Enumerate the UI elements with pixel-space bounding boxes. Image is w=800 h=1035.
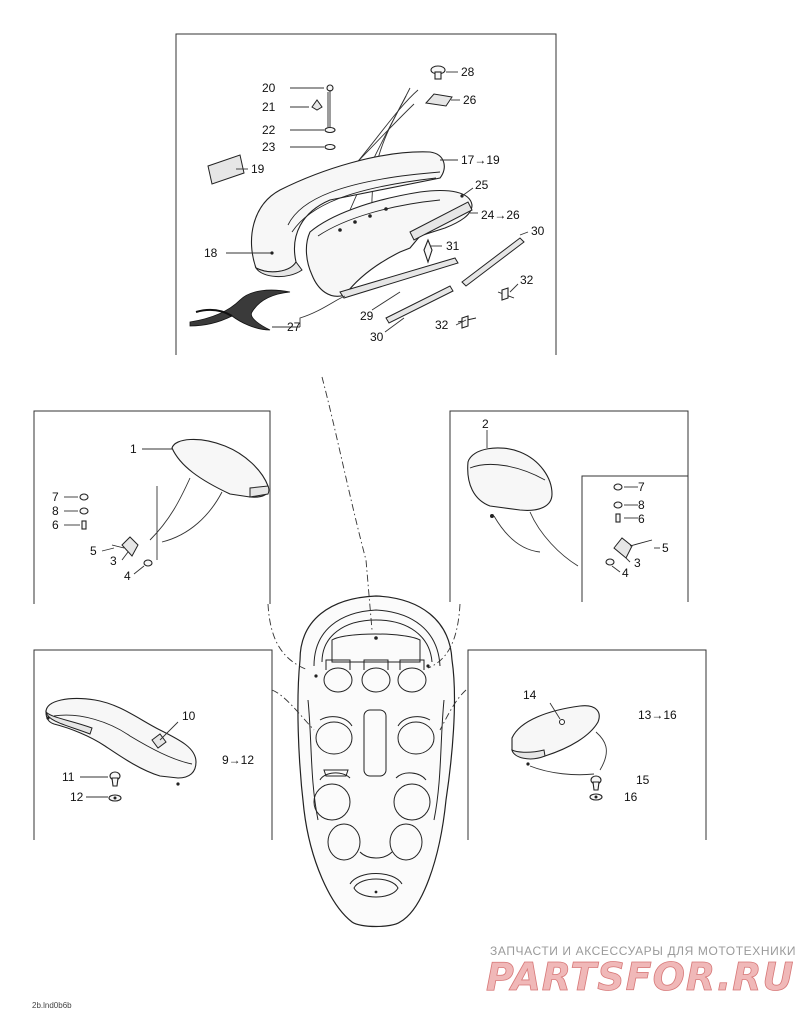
label-part-32-lower: 32 [435, 318, 449, 332]
label-part-27: 27 [287, 320, 301, 334]
part-13-backrest [511, 702, 600, 766]
label-part-14: 14 [523, 688, 537, 702]
hull-body [297, 595, 456, 928]
left-upper-panel [33, 410, 271, 604]
watermark: ЗАПЧАСТИ И АКСЕССУАРЫ ДЛЯ МОТОТЕХНИКИ PA… [486, 944, 796, 999]
label-part-3-left: 3 [110, 554, 117, 568]
watermark-tagline: ЗАПЧАСТИ И АКСЕССУАРЫ ДЛЯ МОТОТЕХНИКИ [490, 944, 796, 958]
label-part-1: 1 [130, 442, 137, 456]
label-part-10: 10 [182, 709, 196, 723]
part-24-strip [409, 201, 473, 264]
part-32-pin-upper [497, 283, 519, 301]
right-upper-hardware [605, 483, 660, 573]
label-part-5-left: 5 [90, 544, 97, 558]
label-part-16: 16 [624, 790, 638, 804]
drawing-code: 2b.lnd0b6b [32, 1001, 72, 1010]
part-27-decal [189, 289, 346, 331]
label-part-4-left: 4 [124, 569, 131, 583]
label-part-3-right: 3 [634, 556, 641, 570]
part-28-knob [430, 65, 458, 80]
label-part-28: 28 [461, 65, 475, 79]
label-part-4-right: 4 [622, 566, 629, 580]
label-part-8-left: 8 [52, 504, 59, 518]
part-25-seat-base [305, 187, 478, 297]
label-part-18: 18 [204, 246, 218, 260]
label-part-7-left: 7 [52, 490, 59, 504]
label-part-8-right: 8 [638, 498, 645, 512]
label-part-29: 29 [360, 309, 374, 323]
label-part-17-19: 17→19 [461, 153, 500, 167]
left-lower-panel [33, 649, 273, 840]
part-19-decal [207, 154, 248, 185]
label-part-23: 23 [262, 140, 276, 154]
label-part-7-right: 7 [638, 480, 645, 494]
right-lower-panel [467, 649, 707, 840]
label-part-12: 12 [70, 790, 84, 804]
label-part-22: 22 [262, 123, 276, 137]
label-part-2: 2 [482, 417, 489, 431]
label-part-31: 31 [446, 239, 460, 253]
label-part-21: 21 [262, 100, 276, 114]
label-part-24-26: 24→26 [481, 208, 520, 222]
label-part-25: 25 [475, 178, 489, 192]
label-part-30-lower: 30 [370, 330, 384, 344]
part-30-strip-upper [461, 231, 529, 287]
label-part-26: 26 [463, 93, 477, 107]
label-part-19: 19 [251, 162, 265, 176]
part-1-backrest [142, 438, 270, 498]
top-seat-assembly-panel [175, 33, 557, 355]
label-part-5-right: 5 [662, 541, 669, 555]
part-29-strip [339, 257, 459, 311]
part-32-pin-lower [455, 315, 477, 329]
part-15-16-fasteners [589, 775, 603, 801]
part-9-cushion [45, 697, 197, 786]
label-part-30-upper: 30 [531, 224, 545, 238]
label-part-11: 11 [62, 770, 75, 784]
left-upper-hardware [64, 493, 153, 575]
label-part-6-left: 6 [52, 518, 59, 532]
callout-labels: 28 26 20 21 22 23 19 17→19 25 24→26 30 3… [52, 65, 677, 804]
label-part-20: 20 [262, 81, 276, 95]
label-part-15: 15 [636, 773, 650, 787]
label-part-6-right: 6 [638, 512, 645, 526]
right-upper-panel [449, 410, 689, 602]
part-11-12-fasteners [80, 771, 122, 802]
label-part-32-upper: 32 [520, 273, 534, 287]
watermark-logo: PARTSFOR.RU [486, 955, 794, 999]
label-part-9-12: 9→12 [222, 753, 254, 767]
part-30-strip-lower [384, 285, 454, 333]
label-part-13-16: 13→16 [638, 708, 677, 722]
connector-lines [267, 376, 467, 731]
part-26-plate [425, 93, 460, 107]
part-2-backrest [467, 430, 553, 518]
part-20-23-fastener-stack [290, 84, 336, 151]
part-18-seat [226, 151, 445, 277]
